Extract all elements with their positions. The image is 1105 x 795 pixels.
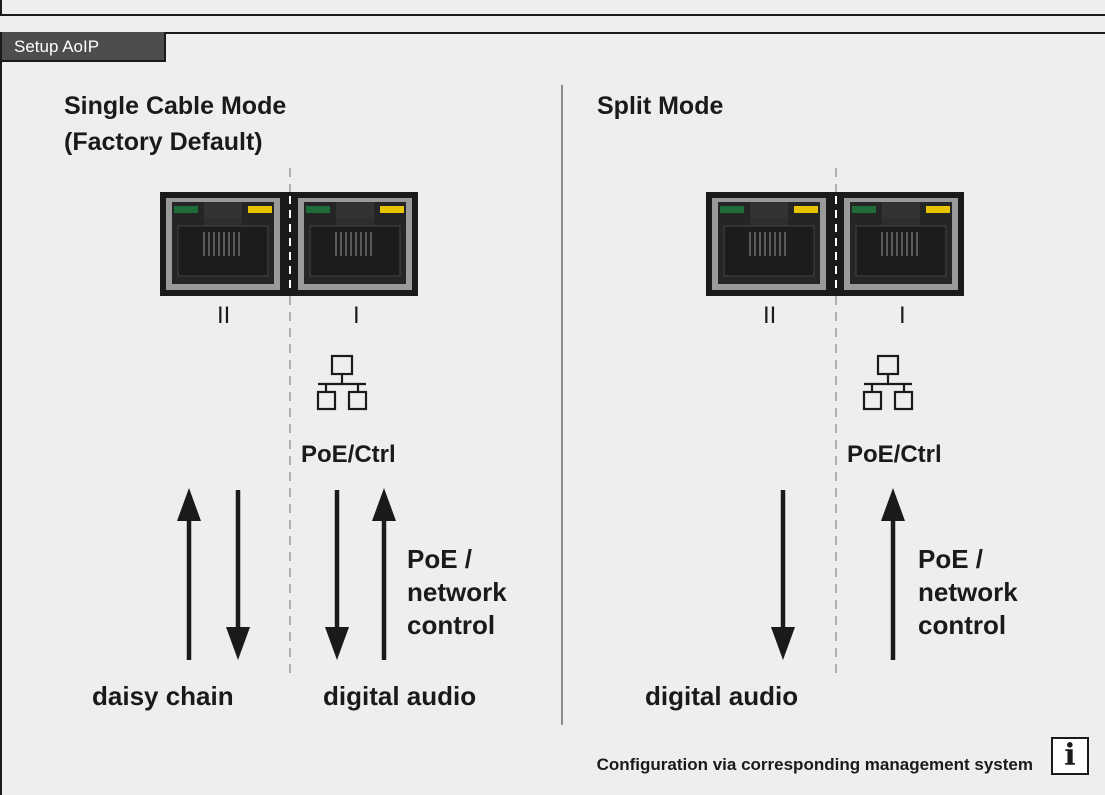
info-icon[interactable]: i (1051, 737, 1089, 775)
digital-audio-label-right: digital audio (645, 681, 799, 711)
left-title-line2: (Factory Default) (64, 128, 263, 156)
tab-setup-aoip[interactable]: Setup AoIP (2, 32, 166, 62)
top-frame (0, 0, 1105, 16)
arrow-down-audio-left (325, 490, 349, 660)
ethernet-port-icon (837, 191, 965, 297)
port-label-ii-left: II (217, 302, 231, 329)
poe-network-control-left-3: control (407, 610, 496, 640)
setup-panel: Setup AoIP (0, 32, 1105, 795)
configuration-note: Configuration via corresponding manageme… (596, 755, 1033, 774)
ethernet-port-icon (705, 191, 833, 297)
arrow-down-daisy (226, 490, 250, 660)
arrow-down-audio-right (771, 490, 795, 660)
ethernet-port-icon (291, 191, 419, 297)
arrow-up-poe-left (372, 488, 396, 660)
digital-audio-label-left: digital audio (323, 681, 477, 711)
network-icon (316, 354, 368, 411)
ethernet-port-icon (159, 191, 287, 297)
port-label-ii-right: II (763, 302, 777, 329)
left-title-line1: Single Cable Mode (64, 92, 287, 120)
network-icon (862, 354, 914, 411)
arrow-up-daisy (177, 488, 201, 660)
poe-ctrl-label-left: PoE/Ctrl (301, 441, 396, 468)
arrow-up-poe-right (881, 488, 905, 660)
right-title: Split Mode (597, 92, 724, 120)
poe-ctrl-label-right: PoE/Ctrl (847, 441, 942, 468)
daisy-chain-label: daisy chain (92, 681, 234, 711)
port-label-i-left: I (353, 302, 360, 329)
poe-network-control-left-1: PoE / (407, 544, 473, 574)
poe-network-control-left-2: network (407, 577, 507, 607)
port-label-i-right: I (899, 302, 906, 329)
poe-network-control-right-3: control (918, 610, 1007, 640)
poe-network-control-right-1: PoE / (918, 544, 984, 574)
poe-network-control-right-2: network (918, 577, 1018, 607)
